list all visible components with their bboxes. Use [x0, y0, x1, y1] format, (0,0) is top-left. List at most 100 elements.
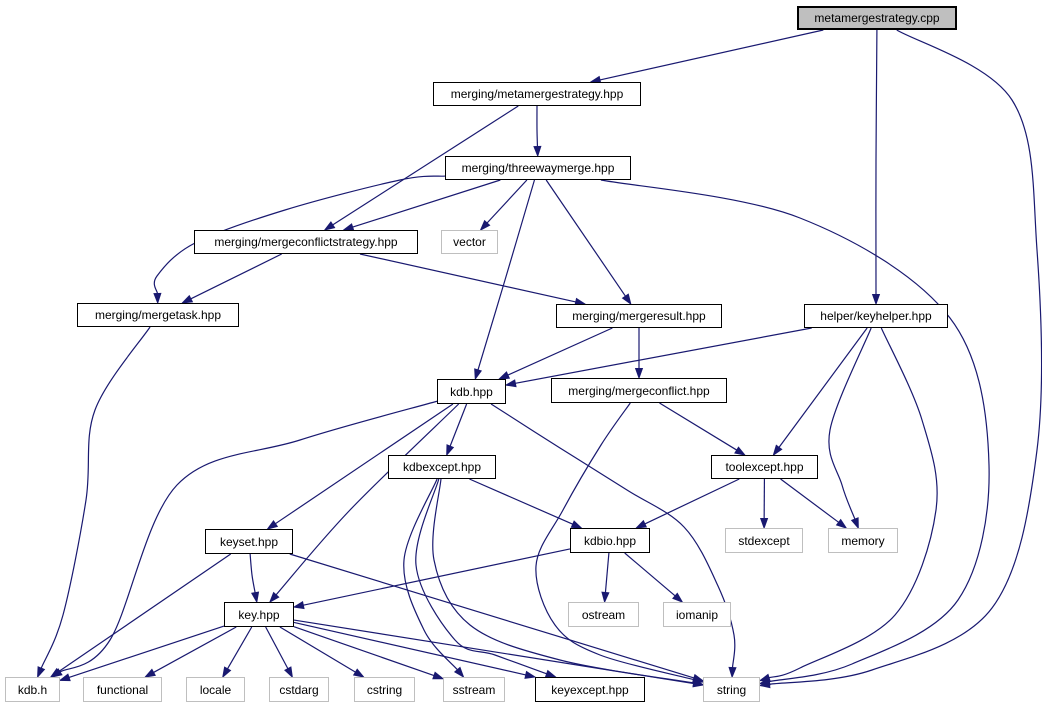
edge-mergeconflict-string — [535, 402, 694, 681]
arrowhead-kdbhpp-kdbexcept — [446, 444, 455, 457]
edge-kdbexcept-kdbio — [469, 478, 573, 525]
edge-threeway-vector — [486, 179, 528, 224]
arrowhead-kdbio-ostream — [601, 591, 610, 604]
arrowhead-mergeresult-kdbhpp — [497, 371, 511, 380]
edge-kdbhpp-kdbh — [59, 400, 438, 673]
graph-node-memory: memory — [828, 528, 898, 553]
arrowhead-mergetask-kdbh — [37, 666, 46, 679]
edge-kdbio-iomanip — [624, 552, 676, 597]
edge-keyhelper-string — [768, 327, 938, 679]
edge-cpp-metahpp — [599, 29, 824, 81]
arrowhead-metahpp-conflictstrategy — [323, 221, 336, 231]
edge-mergeconflict-toolexcept — [659, 402, 738, 451]
graph-node-iomanip: iomanip — [663, 602, 731, 627]
arrowhead-threeway-kdbhpp — [474, 368, 483, 381]
edge-metahpp-conflictstrategy — [332, 105, 519, 226]
arrowhead-cpp-keyhelper — [871, 294, 881, 306]
edge-kdbio-ostream — [604, 552, 610, 593]
arrowhead-keyhelper-toolexcept — [772, 444, 783, 457]
graph-node-metahpp[interactable]: merging/metamergestrategy.hpp — [433, 82, 641, 106]
edge-kdbhpp-keyset — [275, 403, 454, 525]
graph-node-toolexcept[interactable]: toolexcept.hpp — [711, 455, 818, 479]
graph-node-keyexcept[interactable]: keyexcept.hpp — [535, 677, 645, 702]
arrowhead-conflictstrategy-mergetask — [180, 294, 194, 304]
arrowhead-keyhelper-memory — [850, 517, 859, 530]
graph-node-sstream: sstream — [443, 677, 505, 702]
arrowhead-key-string — [692, 679, 705, 688]
arrowhead-kdbhpp-key — [268, 591, 280, 604]
graph-node-locale: locale — [186, 677, 245, 702]
graph-node-mergeconflict[interactable]: merging/mergeconflict.hpp — [551, 378, 727, 403]
graph-node-mergetask[interactable]: merging/mergetask.hpp — [77, 303, 239, 327]
arrowhead-key-cstdarg — [284, 666, 293, 679]
arrowhead-key-cstring — [352, 668, 365, 678]
graph-node-key[interactable]: key.hpp — [224, 602, 294, 627]
edge-kdbhpp-string — [490, 403, 736, 668]
edge-kdbio-key — [303, 548, 571, 606]
arrowhead-toolexcept-memory — [835, 518, 848, 529]
edge-kdbexcept-keyexcept — [415, 478, 547, 675]
edge-key-locale — [226, 626, 253, 670]
edge-kdbhpp-key — [275, 403, 460, 596]
edge-key-cstring — [279, 626, 356, 673]
edge-threeway-conflictstrategy — [352, 179, 501, 228]
edge-toolexcept-kdbio — [644, 478, 740, 525]
graph-node-threeway[interactable]: merging/threewaymerge.hpp — [445, 156, 631, 180]
arrowhead-threeway-mergetask — [153, 292, 162, 305]
arrowhead-kdbexcept-kdbio — [570, 520, 583, 529]
arrowhead-metahpp-threeway — [533, 145, 542, 158]
edge-key-sstream — [293, 626, 435, 677]
edge-keyset-key — [249, 553, 256, 593]
edge-conflictstrategy-mergetask — [190, 253, 282, 300]
arrowhead-key-sstream — [432, 671, 445, 680]
graph-node-mergeresult[interactable]: merging/mergeresult.hpp — [556, 304, 722, 328]
graph-node-cpp: metamergestrategy.cpp — [797, 6, 957, 30]
graph-node-string: string — [703, 677, 760, 702]
edge-keyhelper-kdbhpp — [515, 327, 812, 384]
graph-node-stdexcept: stdexcept — [725, 528, 803, 553]
arrowhead-mergeconflict-toolexcept — [734, 446, 747, 456]
edge-cpp-keyhelper — [875, 29, 878, 295]
graph-node-keyset[interactable]: keyset.hpp — [205, 529, 293, 554]
graph-node-keyhelper[interactable]: helper/keyhelper.hpp — [804, 304, 948, 328]
arrowhead-keyhelper-string — [758, 673, 771, 682]
arrowhead-key-locale — [222, 666, 232, 679]
arrowhead-toolexcept-stdexcept — [759, 518, 769, 530]
edge-keyset-string — [289, 553, 695, 679]
arrowhead-keyset-string — [692, 673, 705, 682]
arrowhead-kdbhpp-keyset — [266, 520, 279, 530]
arrowhead-threeway-vector — [479, 219, 491, 232]
graph-node-ostream: ostream — [568, 602, 639, 627]
graph-node-kdbio[interactable]: kdbio.hpp — [570, 528, 650, 553]
arrowhead-keyset-key — [251, 591, 260, 604]
edge-mergetask-kdbh — [40, 326, 151, 669]
edge-cpp-string — [769, 29, 1042, 685]
graph-node-kdbh: kdb.h — [5, 677, 60, 702]
edge-keyset-kdbh — [58, 553, 232, 673]
arrowhead-kdbio-iomanip — [672, 592, 684, 603]
arrowhead-key-keyexcept — [524, 670, 537, 679]
edge-kdbexcept-sstream — [403, 478, 458, 671]
graph-node-kdbexcept[interactable]: kdbexcept.hpp — [388, 455, 496, 479]
graph-node-vector: vector — [441, 230, 498, 254]
graph-node-conflictstrategy[interactable]: merging/mergeconflictstrategy.hpp — [194, 230, 418, 254]
arrowhead-key-functional — [144, 668, 156, 678]
edge-kdbhpp-kdbexcept — [449, 403, 468, 447]
graph-node-cstdarg: cstdarg — [269, 677, 329, 702]
edge-mergeresult-kdbhpp — [507, 327, 613, 376]
arrowhead-kdbio-key — [292, 601, 305, 610]
graph-node-kdbhpp[interactable]: kdb.hpp — [437, 379, 506, 404]
edge-keyhelper-memory — [828, 327, 872, 520]
arrowhead-toolexcept-kdbio — [634, 519, 648, 529]
edge-key-functional — [153, 626, 237, 673]
edge-threeway-kdbhpp — [477, 179, 536, 371]
graph-node-functional: functional — [83, 677, 162, 702]
arrowhead-keyset-kdbh — [49, 667, 62, 678]
arrowhead-kdbexcept-sstream — [453, 666, 465, 679]
arrowhead-mergeresult-mergeconflict — [634, 368, 644, 380]
edge-toolexcept-memory — [780, 478, 839, 523]
edge-key-keyexcept — [293, 621, 526, 676]
edge-threeway-string — [600, 179, 990, 683]
graph-node-cstring: cstring — [354, 677, 415, 702]
